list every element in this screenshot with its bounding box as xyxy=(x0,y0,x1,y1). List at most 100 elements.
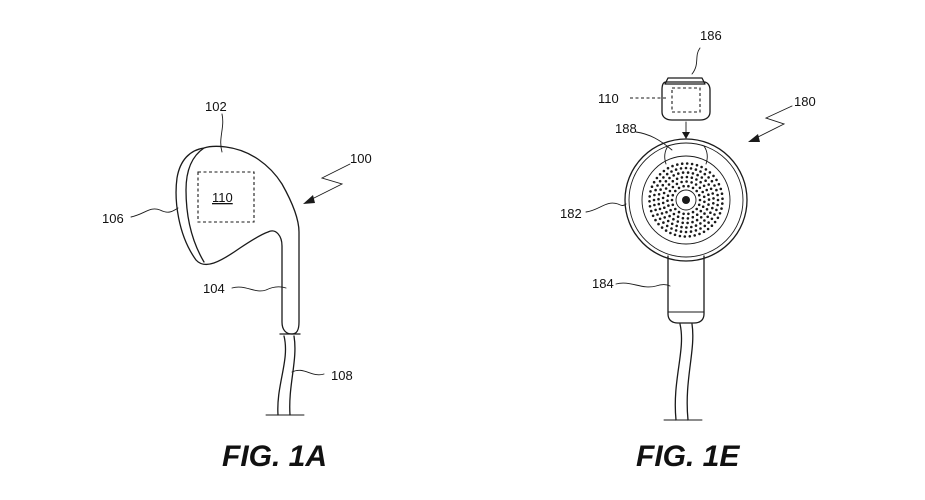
grille-hole xyxy=(696,173,699,177)
grille-hole xyxy=(681,221,684,225)
grille-hole xyxy=(677,186,681,190)
label-104: 104 xyxy=(203,281,225,296)
arrow-100-head xyxy=(303,195,315,204)
grille-hole xyxy=(648,205,652,208)
grille-hole xyxy=(649,190,652,193)
grille-hole xyxy=(706,227,710,231)
grille-hole xyxy=(721,202,724,205)
grille-hole xyxy=(674,168,678,171)
grille-hole xyxy=(687,212,690,216)
grille-hole xyxy=(668,176,671,180)
label-108: 108 xyxy=(331,368,353,383)
grille-hole xyxy=(675,224,678,228)
grille-hole xyxy=(699,170,702,173)
grille-hole xyxy=(686,171,690,174)
grille-hole xyxy=(715,178,718,182)
grille-hole xyxy=(649,209,653,213)
grille-hole xyxy=(690,181,693,184)
leader-182 xyxy=(585,202,627,213)
label-182: 182 xyxy=(560,206,582,221)
grille-hole xyxy=(705,208,709,211)
grille-hole xyxy=(703,212,706,215)
grille-hole xyxy=(679,230,683,233)
grille-hole xyxy=(713,184,716,187)
grille-hole xyxy=(671,193,675,197)
grille-hole xyxy=(693,234,696,237)
grille-hole xyxy=(711,192,714,195)
grille-hole xyxy=(671,203,675,207)
grille-hole xyxy=(698,232,701,236)
grille-hole xyxy=(716,203,719,207)
caption-fig-1e: FIG. 1E xyxy=(636,440,740,473)
grille-hole xyxy=(685,162,689,165)
grille-hole xyxy=(702,195,706,199)
grille-hole xyxy=(703,224,707,228)
grille-hole xyxy=(691,210,695,214)
grille-hole xyxy=(682,184,685,188)
grille-hole xyxy=(664,229,668,232)
grille-hole xyxy=(701,205,705,208)
grille-hole xyxy=(662,176,665,179)
grille-hole xyxy=(648,200,651,203)
grille-hole xyxy=(700,176,704,179)
grille-hole xyxy=(704,168,708,171)
cord-1a-b xyxy=(289,335,296,416)
grille-hole xyxy=(718,212,722,215)
grille-hole xyxy=(698,198,702,202)
leader-102 xyxy=(220,113,224,153)
grille-hole xyxy=(671,164,674,168)
insert-arrow-head xyxy=(682,132,690,139)
grille-hole xyxy=(684,230,688,234)
grille-hole xyxy=(679,167,683,170)
grille-hole xyxy=(707,193,710,196)
grille-hole xyxy=(690,176,694,179)
label-102: 102 xyxy=(205,99,227,114)
grille-hole xyxy=(699,180,702,184)
grille-hole xyxy=(653,193,656,197)
caption-fig-1a: FIG. 1A xyxy=(222,440,327,473)
grille-hole xyxy=(672,174,675,177)
label-184: 184 xyxy=(592,276,614,291)
grille-hole xyxy=(670,227,673,230)
grille-hole xyxy=(661,201,665,205)
grille-center xyxy=(675,189,697,211)
grille-hole xyxy=(660,212,664,215)
arrow-180 xyxy=(755,105,793,139)
grille-hole xyxy=(716,193,719,197)
stem-184 xyxy=(667,255,705,324)
grille-hole xyxy=(654,218,657,222)
earbud-head-outline xyxy=(175,145,300,335)
grille-hole xyxy=(684,166,688,170)
grille-hole xyxy=(685,180,688,183)
grille-hole xyxy=(690,162,694,166)
grille-hole xyxy=(715,208,718,212)
label-186: 186 xyxy=(700,28,722,43)
grille-hole xyxy=(650,185,654,188)
grille-hole xyxy=(702,184,706,188)
grille-hole xyxy=(680,180,683,184)
label-100: 100 xyxy=(350,151,372,166)
grille-hole xyxy=(694,224,698,227)
grille-hole xyxy=(665,210,668,214)
grille-hole xyxy=(665,172,669,176)
grille-hole xyxy=(680,225,683,229)
grille-hole xyxy=(707,221,710,224)
leader-108 xyxy=(291,369,325,376)
grille-hole xyxy=(680,162,684,165)
label-188: 188 xyxy=(615,121,637,136)
grille-hole xyxy=(658,173,662,176)
cap-186 xyxy=(661,81,711,121)
grille-hole xyxy=(656,213,659,216)
vent-188-b xyxy=(703,145,708,165)
grille-hole xyxy=(675,177,679,181)
grille-hole xyxy=(695,218,699,222)
label-110-1a: 110 xyxy=(212,190,233,205)
grille-hole xyxy=(711,206,714,210)
figure-1e: 186 110 188 182 184 180 xyxy=(560,28,816,473)
grille-hole xyxy=(654,208,657,212)
grille-hole xyxy=(651,214,655,218)
component-box-1a xyxy=(197,171,255,223)
grille-hole xyxy=(658,217,662,221)
leader-106 xyxy=(130,207,179,218)
grille-hole xyxy=(685,226,688,229)
